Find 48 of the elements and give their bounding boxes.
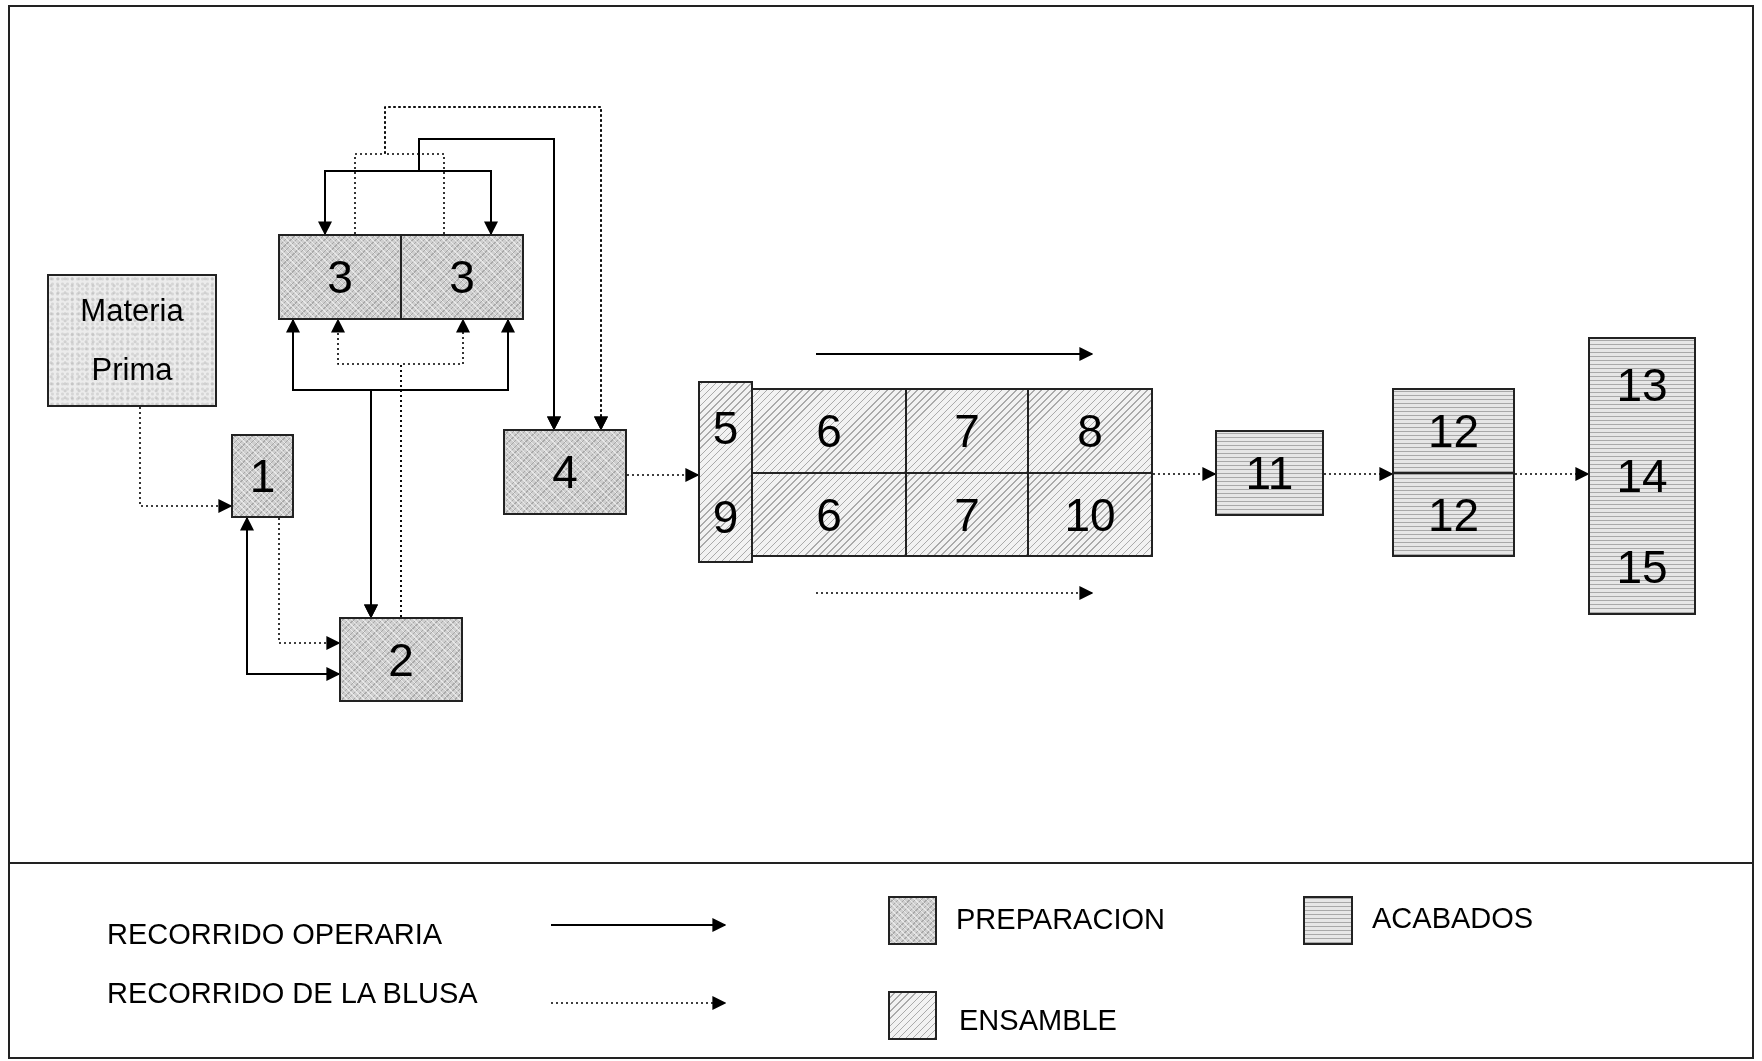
- legend-label: ENSAMBLE: [959, 1004, 1117, 1037]
- station-number: 11: [1245, 450, 1294, 496]
- workstation-box: [1027, 472, 1153, 557]
- workstation-box: [1392, 388, 1515, 474]
- workstation-box: [751, 472, 907, 557]
- workstation-box: [1392, 472, 1515, 557]
- workstation-box: [1215, 430, 1324, 516]
- station-number: 15: [1616, 544, 1668, 591]
- station-number: 6: [816, 491, 842, 538]
- station-number: 1: [249, 453, 276, 499]
- dotted-arrow: [278, 517, 341, 650]
- arrow: [418, 138, 561, 431]
- station-number: 4: [552, 449, 578, 495]
- station-number: 7: [954, 491, 980, 538]
- legend-label: ACABADOS: [1372, 902, 1534, 935]
- workstation-box: [400, 234, 524, 320]
- station-number: 8: [1077, 408, 1103, 454]
- arrow: [240, 516, 341, 681]
- workstation-box: [339, 617, 463, 702]
- workstation-box: [503, 429, 627, 515]
- workstation-box: [1588, 337, 1696, 615]
- legend-label: PREPARACION: [956, 903, 1165, 936]
- station-number: 14: [1616, 453, 1668, 499]
- workstation-box: [751, 388, 907, 474]
- arrow: [364, 318, 515, 619]
- dotted-arrow: [400, 318, 470, 618]
- station-number: 5: [712, 404, 739, 451]
- legend-label: RECORRIDO DE LA BLUSA: [107, 977, 478, 1010]
- station-number: 9: [712, 493, 739, 540]
- station-number: 6: [816, 408, 842, 454]
- material-box: [47, 274, 217, 407]
- station-number: 3: [449, 254, 475, 300]
- workstation-box: [1027, 388, 1153, 474]
- station-number: 7: [954, 408, 980, 454]
- station-number: 13: [1616, 361, 1668, 408]
- workstation-box: [698, 381, 753, 563]
- workstation-box: [278, 234, 402, 320]
- station-number: 2: [388, 636, 414, 683]
- station-label: Materia Prima: [79, 291, 185, 389]
- workstation-box: [905, 472, 1029, 557]
- workstation-box: [905, 388, 1029, 474]
- legend-label: RECORRIDO OPERARIA: [107, 918, 443, 951]
- workstation-box: [231, 434, 294, 518]
- station-number: 12: [1427, 408, 1480, 454]
- station-number: 12: [1427, 491, 1480, 538]
- station-number: 3: [327, 254, 353, 300]
- dotted-arrow: [139, 406, 233, 513]
- station-number: 10: [1064, 491, 1116, 538]
